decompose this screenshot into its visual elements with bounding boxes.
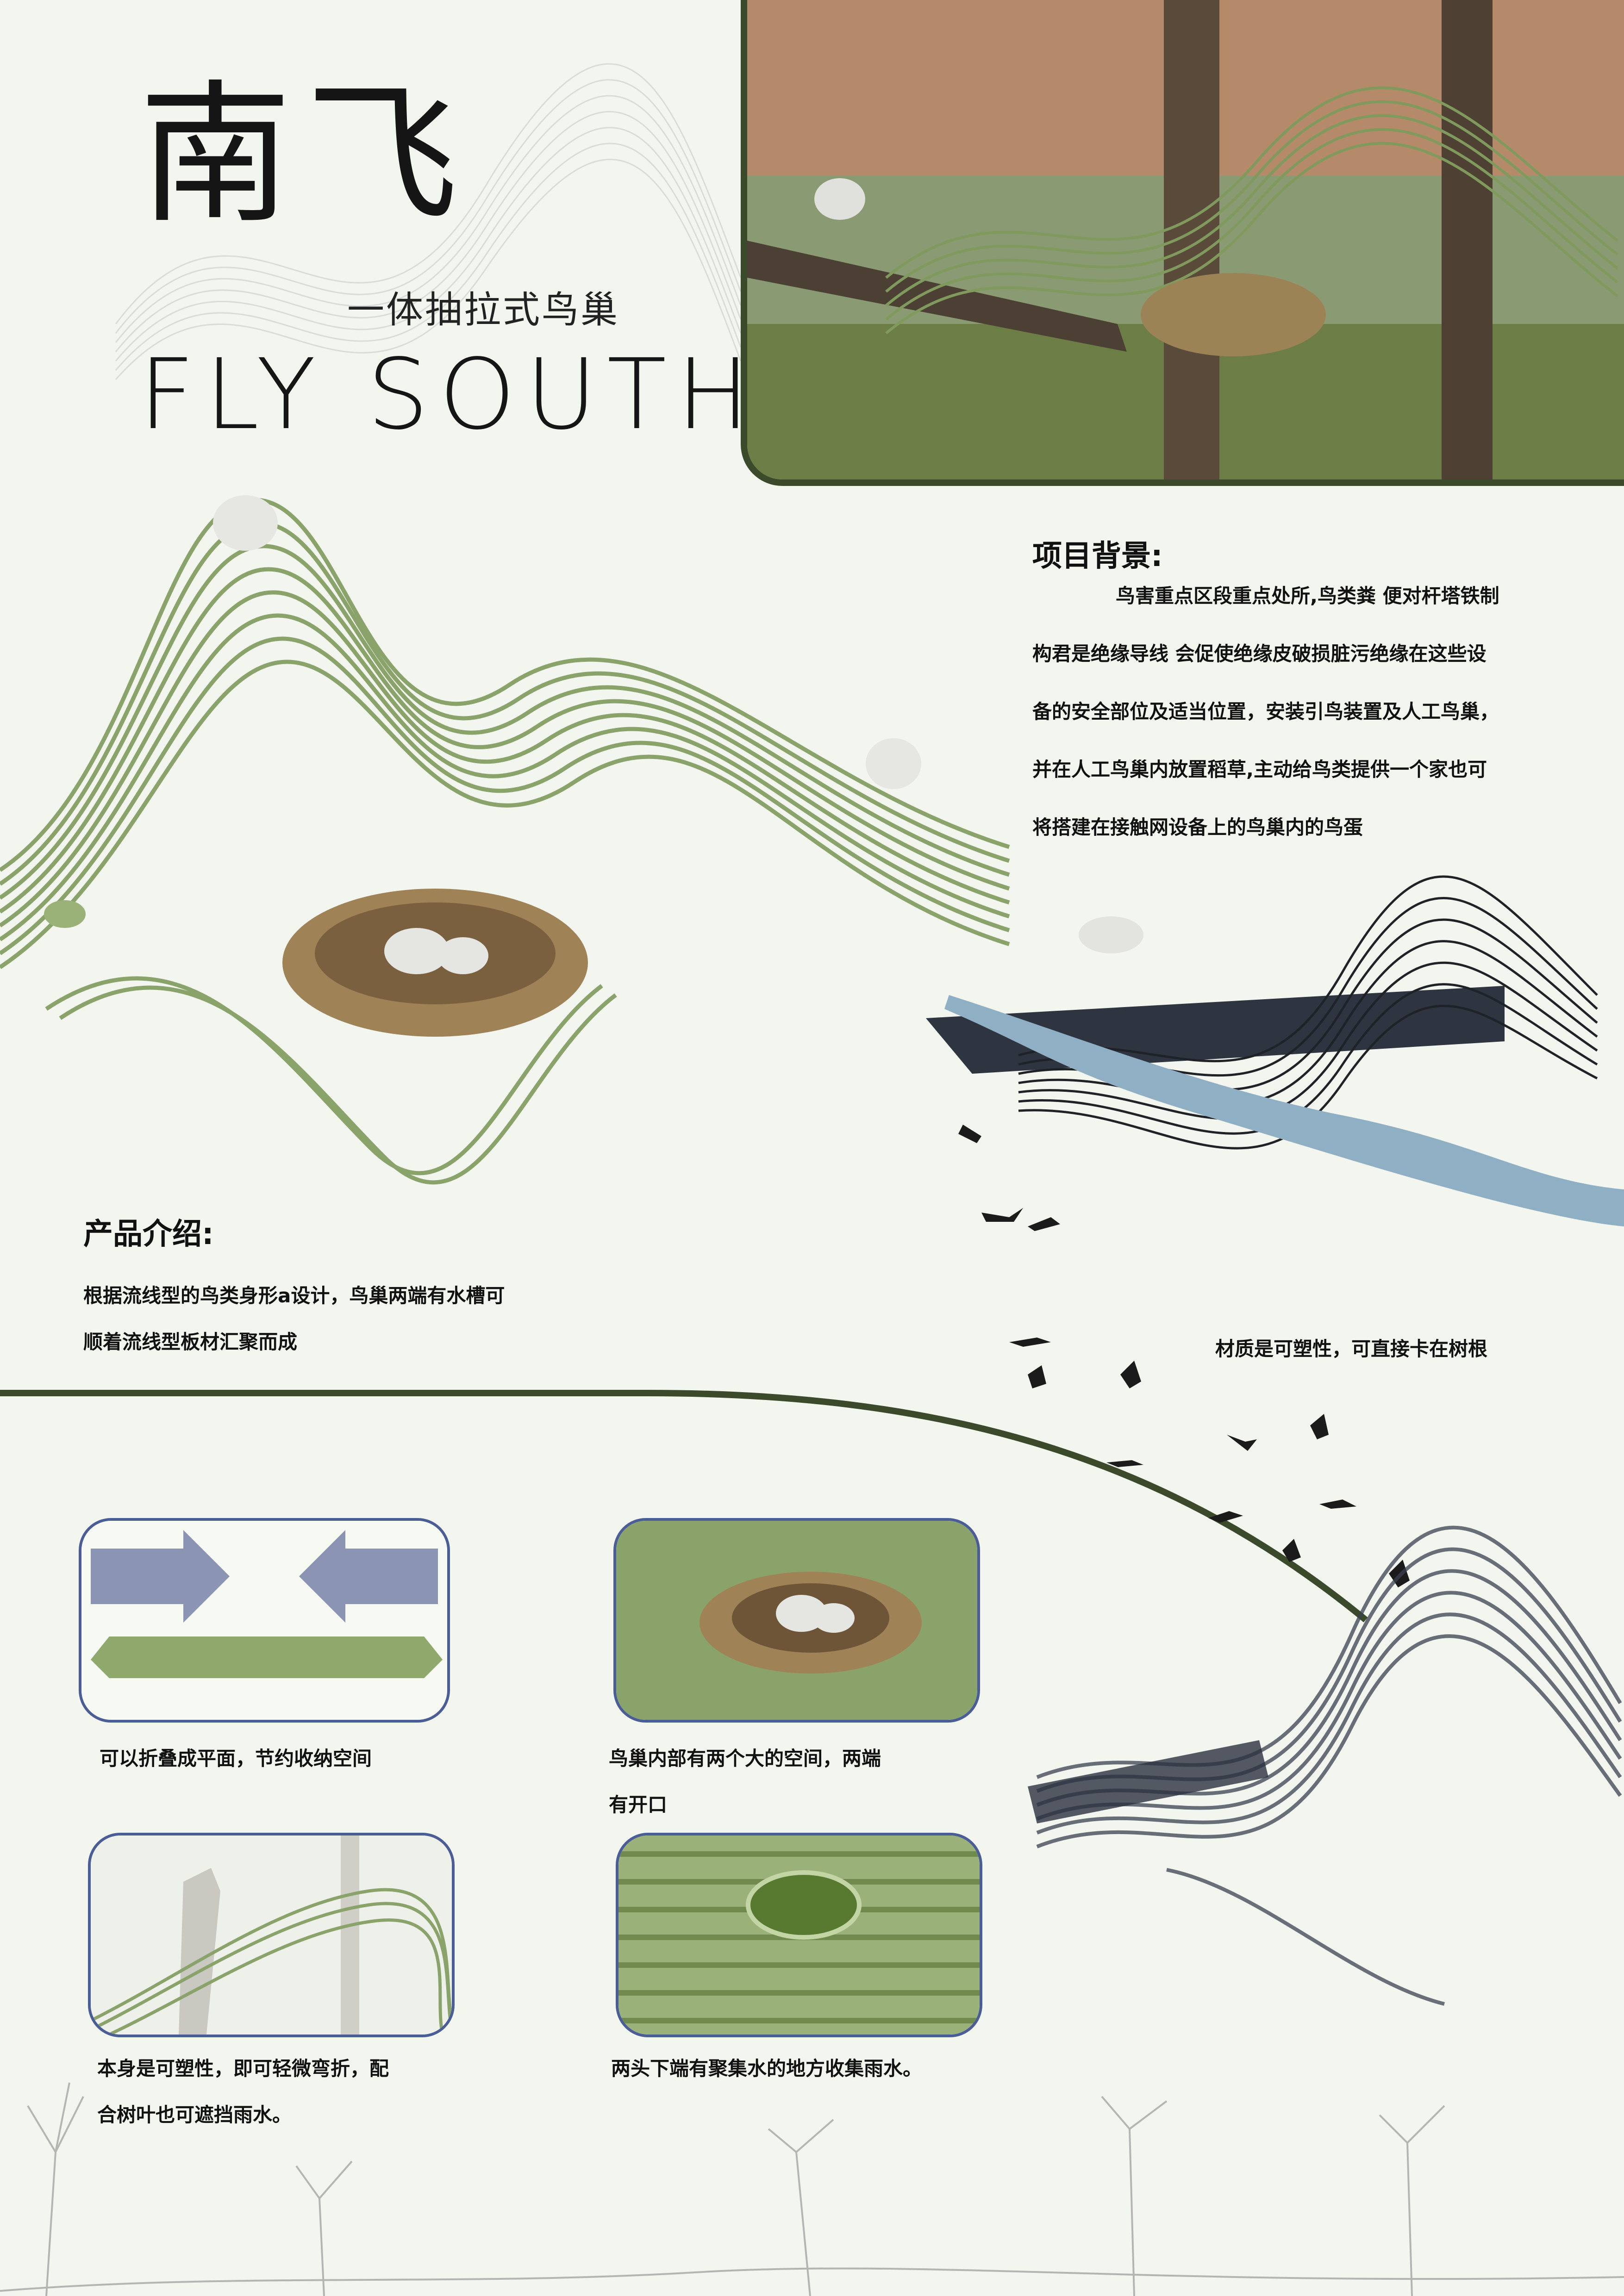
branch-nest-render [926,875,1624,1226]
bottom-nest-render [1028,1525,1622,2006]
detail-line: 合树叶也可遮挡雨水。 [97,2103,292,2126]
detail-caption-interior: 鸟巢内部有两个大的空间，两端 有开口 [609,1736,881,1828]
detail-caption-flexible: 本身是可塑性，即可轻微弯折，配 合树叶也可遮挡雨水。 [97,2046,389,2138]
product-line: 根据流线型的鸟类身形a设计，鸟巢两端有水槽可 [83,1284,505,1307]
background-line: 构君是绝缘导线 会促使绝缘皮破损脏污绝缘在这些设 [1032,642,1487,665]
product-text: 根据流线型的鸟类身形a设计，鸟巢两端有水槽可 顺着流线型板材汇聚而成 [83,1273,778,1365]
scene-illustration [747,0,1624,479]
detail-line: 鸟巢内部有两个大的空间，两端 [609,1747,881,1770]
detail-panel-flexible [88,1833,455,2037]
main-nest-render [0,495,1010,1185]
background-line: 并在人工鸟巢内放置稻草,主动给鸟类提供一个家也可 [1032,758,1487,781]
detail-line: 有开口 [609,1793,668,1816]
background-heading: 项目背景: [1032,539,1163,573]
detail-line: 可以折叠成平面，节约收纳空间 [100,1747,372,1770]
water-illustration [618,1836,980,2035]
flexible-illustration [91,1836,452,2035]
detail-panel-water [616,1833,982,2037]
material-caption: 材质是可塑性，可直接卡在树根 [1215,1338,1488,1360]
sketch-trees [0,2082,1624,2296]
product-line: 顺着流线型板材汇聚而成 [83,1331,298,1353]
flying-birds [958,1125,1410,1587]
detail-caption-fold: 可以折叠成平面，节约收纳空间 [100,1736,372,1782]
title-english: FLY SOUTH [139,338,760,451]
interior-illustration [616,1521,977,1720]
fold-illustration [81,1521,447,1720]
background-line: 备的安全部位及适当位置，安装引鸟装置及人工鸟巢， [1032,700,1499,723]
title-chinese: 南飞 [139,66,472,244]
subtitle-chinese: 一体抽拉式鸟巢 [347,288,619,331]
detail-line: 本身是可塑性，即可轻微弯折，配 [97,2057,389,2080]
background-line: 鸟害重点区段重点处所,鸟类粪 便对杆塔铁制 [1116,585,1499,607]
title-background-wave [115,63,742,380]
product-heading: 产品介绍: [83,1217,214,1251]
background-line: 将搭建在接触网设备上的鸟巢内的鸟蛋 [1032,816,1363,839]
background-text: 鸟害重点区段重点处所,鸟类粪 便对杆塔铁制 构君是绝缘导线 会促使绝缘皮破损脏污… [1032,567,1579,856]
detail-panel-fold [79,1518,450,1723]
section-divider [0,1390,1368,1623]
scene-photo [741,0,1624,486]
detail-caption-water: 两头下端有聚集水的地方收集雨水。 [611,2046,922,2092]
detail-line: 两头下端有聚集水的地方收集雨水。 [611,2057,923,2080]
detail-panel-interior [613,1518,980,1723]
